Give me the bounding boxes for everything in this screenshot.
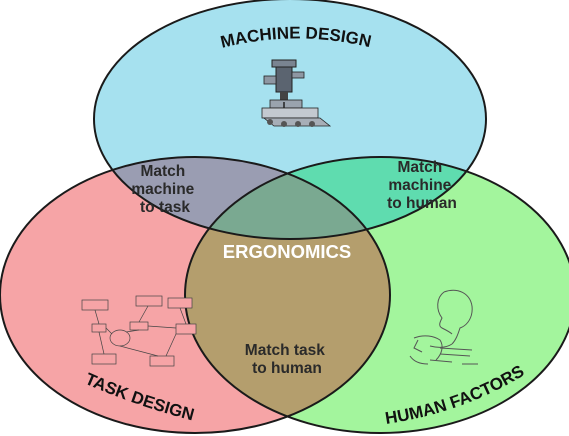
match-task-to-human-label: Match task to human	[245, 342, 329, 377]
machine-design-outline	[93, 0, 487, 240]
ergonomics-center-overlap	[185, 157, 390, 239]
flowchart-icon	[81, 295, 197, 367]
ergonomics-label: ERGONOMICS	[223, 241, 351, 262]
human-head-posture-icon	[409, 289, 478, 365]
match-machine-to-task-label: Match machine to task	[131, 163, 198, 216]
task-design-outline	[0, 156, 391, 434]
match-machine-to-human-label: Match machine to human	[387, 159, 457, 212]
human-factors-outline	[184, 156, 569, 434]
drill-press-machine-icon	[261, 59, 332, 127]
